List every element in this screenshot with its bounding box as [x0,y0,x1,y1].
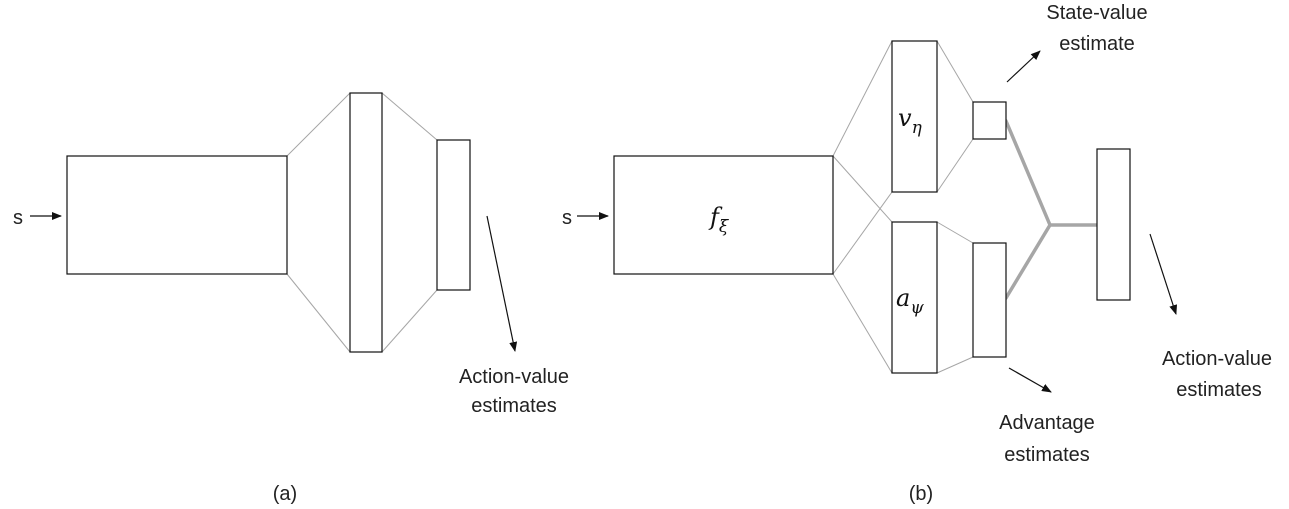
feature-label-sub: ξ [719,217,730,237]
connector-a-hidden-out-bottom [381,289,438,353]
connector-b-feat-value-bottom [832,191,893,275]
state-value-arrow [1006,50,1041,83]
action-value-output-layer [1096,148,1131,301]
caption-b: (b) [909,483,933,505]
output-label-b-line2: estimates [1176,379,1262,401]
conv-block-b [613,155,834,275]
connector-a-conv-hidden-top [286,92,351,157]
advantage-arrow [1008,367,1052,393]
value-stream-label-base: v [898,104,912,132]
advantage-stream-layer [891,221,938,374]
input-label-a: s [13,207,23,229]
output-label-a-line2: estimates [471,395,557,417]
connector-b-feat-adv-bottom [832,273,893,374]
connector-a-hidden-out-top [381,92,438,141]
connector-a-conv-hidden-bottom [286,273,351,353]
connector-b-adv-head-bottom [936,356,974,374]
aggregation-line-advantage [1004,223,1052,300]
advantage-stream-label-sub: ψ [910,298,924,318]
value-stream-label: vη [898,104,923,138]
caption-a: (a) [273,483,297,505]
input-label-b: s [562,207,572,229]
advantage-label-line1: Advantage [999,412,1095,434]
connector-b-value-head-bottom [936,138,974,193]
output-layer-a [436,139,471,291]
connector-b-adv-head-top [936,221,974,244]
advantage-stream-label-base: a [896,284,910,312]
panel-a: s Action-value estimates (a) [13,92,569,505]
panel-b: fξ vη aψ s State-value estimate Advantag… [562,2,1272,505]
state-value-label-line2: estimate [1059,33,1135,55]
state-value-label-line1: State-value [1046,2,1147,24]
aggregation-line-value [1004,119,1052,227]
output-arrow-a [486,215,518,352]
output-label-b-line1: Action-value [1162,348,1272,370]
conv-block-a [66,155,288,275]
advantage-label-line2: estimates [1004,444,1090,466]
hidden-layer-a [349,92,383,353]
connector-b-value-head-top [936,40,974,103]
value-stream-layer [891,40,938,193]
state-value-head [972,101,1007,140]
advantage-stream-label: aψ [896,284,924,318]
output-arrow-b [1149,233,1178,315]
connector-b-feat-value-top [832,40,893,157]
value-stream-label-sub: η [912,118,923,138]
connector-b-feat-adv-top [832,155,893,223]
output-label-a-line1: Action-value [459,366,569,388]
advantage-head [972,242,1007,358]
